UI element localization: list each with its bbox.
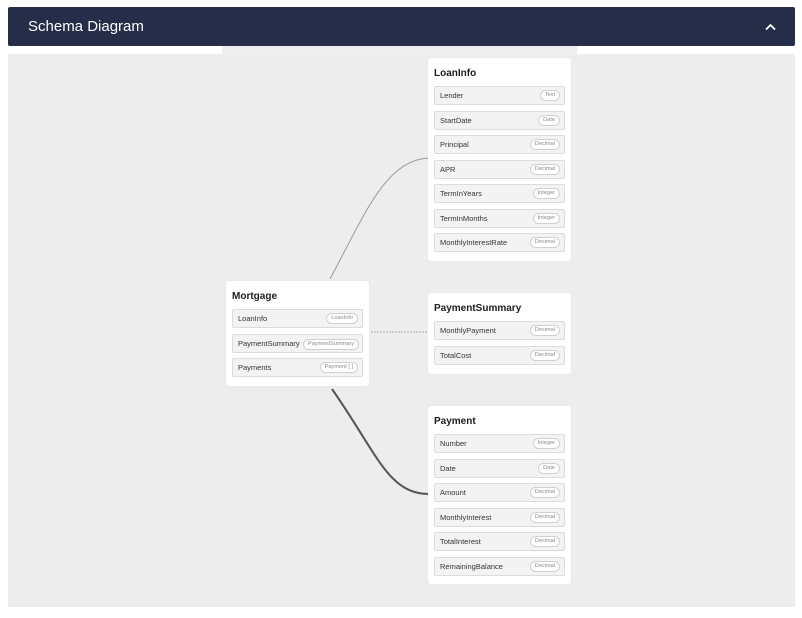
field-apr[interactable]: APR Decimal (434, 159, 565, 179)
field-payments[interactable]: Payments Payment [ ] (232, 358, 363, 377)
field-remainingbalance[interactable]: RemainingBalance Decimal (434, 556, 565, 576)
field-loaninfo[interactable]: LoanInfo LoanInfo (232, 309, 363, 328)
type-badge: Date (538, 114, 560, 126)
field-principal[interactable]: Principal Decimal (434, 135, 565, 154)
node-title: PaymentSummary (434, 303, 522, 314)
field-name: Payments (238, 363, 272, 372)
field-name: Number (440, 439, 467, 448)
type-badge: Date (538, 462, 560, 474)
field-name: APR (440, 164, 456, 174)
field-name: MonthlyInterest (440, 512, 492, 522)
field-name: Lender (440, 91, 464, 100)
type-badge: LoanInfo (326, 313, 358, 324)
field-date[interactable]: Date Date (434, 458, 565, 478)
field-name: LoanInfo (238, 314, 268, 323)
node-mortgage[interactable]: Mortgage LoanInfo LoanInfo PaymentSummar… (226, 281, 369, 386)
collapse-button[interactable] (761, 18, 779, 36)
type-badge: Decimal (529, 325, 560, 336)
field-name: StartDate (440, 115, 472, 125)
field-totalcost[interactable]: TotalCost Decimal (434, 345, 565, 365)
type-badge: Decimal (529, 560, 560, 572)
node-title: LoanInfo (434, 68, 477, 79)
field-totalinterest[interactable]: TotalInterest Decimal (434, 532, 565, 551)
field-name: TotalInterest (440, 537, 481, 546)
type-badge: PaymentSummary (302, 338, 359, 350)
node-loaninfo[interactable]: LoanInfo Lender Text StartDate Date Prin… (428, 58, 571, 261)
field-name: TermInMonths (440, 213, 488, 223)
field-terminyears[interactable]: TermInYears Integer (434, 184, 565, 203)
field-name: MonthlyPayment (440, 326, 496, 335)
node-payment[interactable]: Payment Number Integer Date Date Amount … (428, 406, 571, 584)
field-amount[interactable]: Amount Decimal (434, 483, 565, 502)
field-number[interactable]: Number Integer (434, 434, 565, 453)
field-name: TotalCost (440, 350, 472, 360)
field-name: Amount (440, 488, 466, 497)
canvas-top-strip (222, 46, 577, 56)
type-badge: Integer (532, 438, 560, 449)
field-name: PaymentSummary (238, 338, 300, 348)
field-paymentsummary[interactable]: PaymentSummary PaymentSummary (232, 333, 363, 353)
type-badge: Text (539, 90, 560, 101)
type-badge: Decimal (529, 237, 560, 248)
type-badge: Integer (532, 212, 560, 224)
field-terminmonths[interactable]: TermInMonths Integer (434, 208, 565, 228)
node-title: Payment (434, 416, 476, 427)
field-name: Principal (440, 140, 469, 149)
type-badge: Payment [ ] (319, 362, 358, 373)
schema-diagram-header: Schema Diagram (8, 7, 795, 46)
field-monthlyinterest[interactable]: MonthlyInterest Decimal (434, 507, 565, 527)
type-badge: Decimal (529, 511, 560, 523)
header-title: Schema Diagram (28, 18, 144, 35)
field-lender[interactable]: Lender Text (434, 86, 565, 105)
field-name: RemainingBalance (440, 561, 503, 571)
field-name: MonthlyInterestRate (440, 238, 508, 247)
type-badge: Decimal (529, 487, 560, 498)
field-monthlypayment[interactable]: MonthlyPayment Decimal (434, 321, 565, 340)
type-badge: Integer (532, 188, 560, 199)
type-badge: Decimal (529, 163, 560, 175)
field-name: TermInYears (440, 189, 482, 198)
diagram-canvas[interactable] (8, 54, 795, 607)
node-title: Mortgage (232, 291, 277, 302)
field-startdate[interactable]: StartDate Date (434, 110, 565, 130)
node-paymentsummary[interactable]: PaymentSummary MonthlyPayment Decimal To… (428, 293, 571, 374)
type-badge: Decimal (529, 536, 560, 547)
type-badge: Decimal (529, 139, 560, 150)
chevron-up-icon (765, 24, 775, 30)
field-name: Date (440, 463, 456, 473)
type-badge: Decimal (529, 349, 560, 361)
field-monthlyinterestrate[interactable]: MonthlyInterestRate Decimal (434, 233, 565, 252)
